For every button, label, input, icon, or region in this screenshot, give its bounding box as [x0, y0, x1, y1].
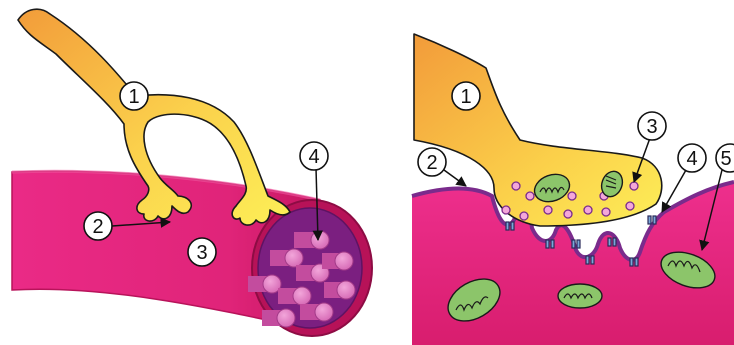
callout-right-3: 3 [638, 112, 666, 140]
myofibril [294, 231, 329, 249]
myofibril [278, 287, 311, 305]
svg-text:4: 4 [308, 146, 319, 168]
leader-line [444, 170, 466, 186]
myofibril [248, 275, 281, 293]
svg-text:5: 5 [720, 148, 731, 170]
myofibril [262, 309, 295, 327]
svg-text:3: 3 [646, 116, 657, 138]
svg-text:1: 1 [460, 86, 471, 108]
callout-left-3: 3 [188, 238, 216, 266]
callout-right-5: 5 [716, 144, 734, 172]
myofibril [270, 249, 303, 267]
callout-left-2: 2 [84, 212, 112, 240]
callout-left-4: 4 [300, 142, 328, 170]
mitochondrion-muscle-2 [558, 284, 602, 308]
myofibril [300, 303, 333, 321]
svg-text:4: 4 [686, 148, 697, 170]
callout-right-4: 4 [678, 144, 706, 172]
svg-text:3: 3 [196, 242, 207, 264]
svg-text:1: 1 [128, 86, 139, 108]
svg-text:2: 2 [426, 152, 437, 174]
left-panel [12, 9, 372, 336]
myofibril [324, 281, 355, 299]
callout-left-1: 1 [120, 82, 148, 110]
myofibril [322, 252, 353, 270]
callout-right-1: 1 [452, 82, 480, 110]
callout-right-2: 2 [418, 148, 446, 176]
right-panel [412, 34, 734, 345]
svg-text:2: 2 [92, 216, 103, 238]
